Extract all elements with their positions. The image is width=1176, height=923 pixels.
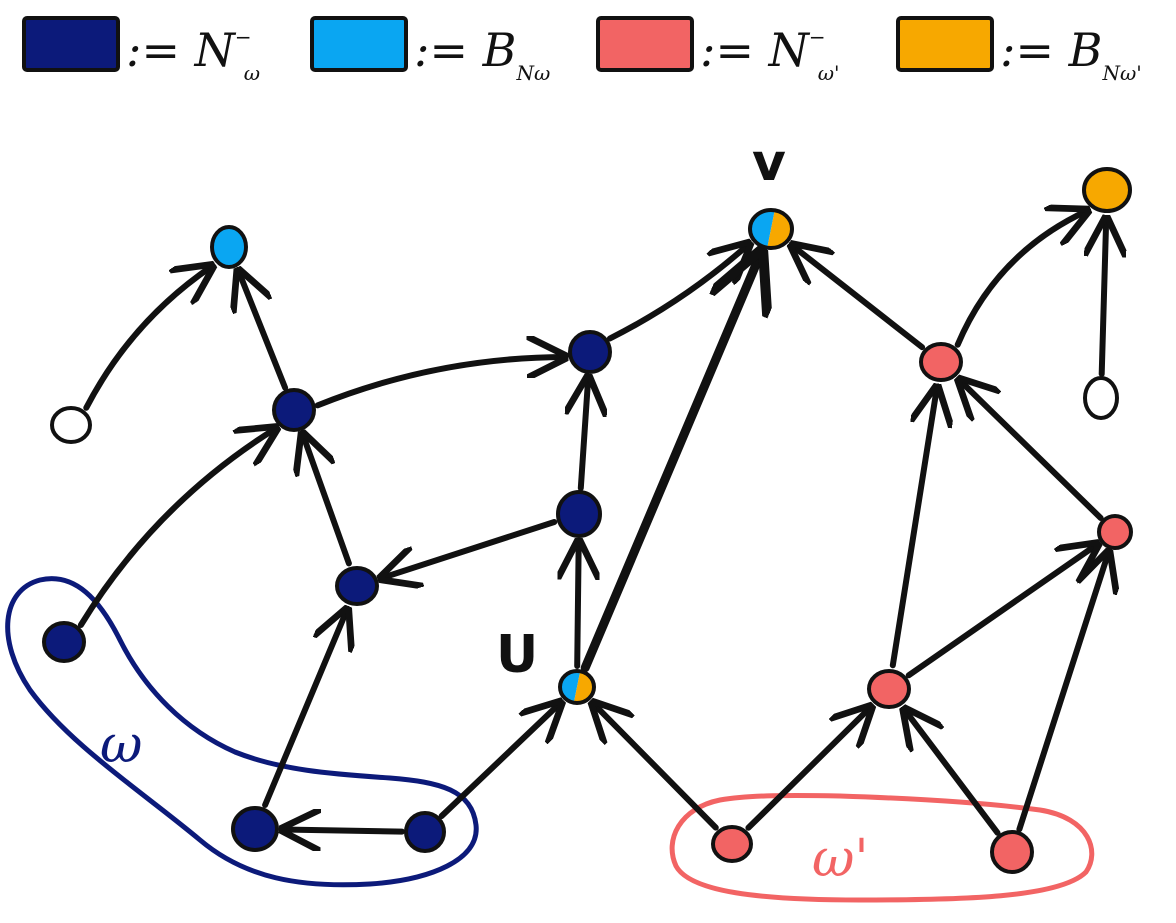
legend-swatch-light-blue	[310, 16, 408, 72]
node-o2	[1083, 376, 1119, 420]
edge-u-to-v	[580, 254, 760, 673]
node-s_b-circle	[1097, 514, 1133, 550]
node-db_b	[568, 330, 612, 374]
legend-item-dark-blue: := N−ω	[22, 16, 260, 85]
group-w-label: ω	[100, 715, 142, 775]
group-w-prime: ω'	[669, 792, 1095, 903]
node-label-v: v	[752, 133, 786, 193]
legend-label-light-blue: := BNω	[414, 23, 550, 85]
edge-s_w2-to-s_c	[905, 710, 1001, 836]
node-s_w1-circle	[711, 825, 753, 863]
node-s_w1	[711, 825, 753, 863]
edge-s_a-to-or1	[954, 211, 1087, 348]
legend-swatch-dark-blue	[22, 16, 120, 72]
node-db_w2	[231, 806, 279, 852]
group-w-prime-outline	[669, 792, 1095, 903]
legend-label-orange: := BNω'	[1000, 23, 1142, 85]
node-o1-circle	[50, 406, 92, 444]
node-u-outline	[558, 669, 596, 705]
edge-db_c-to-db_a	[303, 435, 352, 567]
edge-db_w2-to-db_c	[262, 610, 347, 808]
node-or1	[1082, 167, 1132, 213]
edge-db_w1-to-db_a	[77, 429, 276, 628]
node-u	[558, 669, 596, 705]
node-db_w3-circle	[404, 811, 446, 853]
legend-item-light-blue: := BNω	[310, 16, 550, 85]
group-w: ω	[5, 576, 479, 888]
node-db_w2-circle	[231, 806, 279, 852]
legend: := N−ω := BNω := N−ω' := BNω'	[22, 16, 1142, 85]
legend-swatch-salmon	[596, 16, 694, 72]
node-db_a	[272, 388, 316, 432]
node-db_w1	[42, 621, 86, 663]
node-s_w2-circle	[990, 830, 1034, 874]
node-o1	[50, 406, 92, 444]
nodes-layer	[42, 167, 1133, 874]
node-s_a-circle	[919, 342, 963, 382]
edge-s_c-to-s_a	[889, 388, 937, 669]
node-lb1-circle	[210, 225, 248, 269]
node-db_d	[556, 490, 602, 538]
legend-label-salmon: := N−ω'	[700, 23, 840, 85]
edge-db_a-to-lb1	[239, 271, 289, 391]
group-w-prime-label: ω'	[812, 829, 869, 889]
node-o2-circle	[1083, 376, 1119, 420]
node-db_b-circle	[568, 330, 612, 374]
node-v-outline	[748, 208, 794, 250]
edge-o1-to-lb1	[83, 266, 211, 411]
node-s_c	[867, 669, 911, 709]
node-db_c	[335, 566, 379, 606]
edge-db_d-to-db_c	[382, 519, 558, 578]
edge-db_a-to-db_b	[314, 357, 565, 409]
node-v-orange-half	[765, 210, 792, 248]
node-s_w2	[990, 830, 1034, 874]
edge-s_c-to-s_b	[905, 545, 1097, 679]
node-s_b	[1097, 514, 1133, 550]
node-db_d-circle	[556, 490, 602, 538]
edge-s_w1-to-u	[593, 703, 719, 831]
node-lb1	[210, 225, 248, 269]
edge-u-to-db_d	[577, 542, 579, 669]
node-db_c-circle	[335, 566, 379, 606]
legend-item-orange: := BNω'	[896, 16, 1142, 85]
legend-swatch-orange	[896, 16, 994, 72]
edge-s_w1-to-s_c	[745, 707, 870, 831]
node-v	[748, 208, 794, 250]
node-s_a	[919, 342, 963, 382]
edge-s_b-to-s_a	[960, 380, 1104, 521]
legend-item-salmon: := N−ω'	[596, 16, 840, 85]
edges-layer	[77, 211, 1108, 836]
edge-db_d-to-db_b	[581, 378, 588, 492]
node-db_w1-circle	[42, 621, 86, 663]
edge-s_a-to-v	[792, 246, 926, 351]
edge-db_w3-to-db_w2	[283, 830, 405, 832]
node-label-u: U	[496, 625, 538, 685]
node-db_a-circle	[272, 388, 316, 432]
group-w-outline	[5, 576, 479, 888]
edge-o2-to-or1	[1102, 219, 1107, 377]
node-s_c-circle	[867, 669, 911, 709]
edge-db_w3-to-u	[438, 703, 561, 820]
legend-label-dark-blue: := N−ω	[126, 23, 260, 85]
node-db_w3	[404, 811, 446, 853]
node-or1-circle	[1082, 167, 1132, 213]
edge-s_w2-to-s_b	[1016, 553, 1108, 833]
